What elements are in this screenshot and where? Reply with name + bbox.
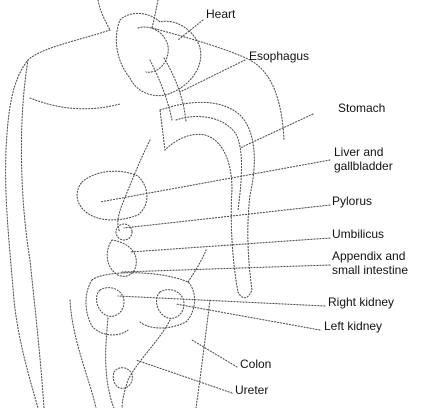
- colon-descending: [188, 250, 206, 282]
- label-heart: Heart: [206, 8, 235, 21]
- left-arm-outline: [21, 60, 44, 408]
- heart-outline: [116, 13, 200, 95]
- leader-umbilicus: [130, 238, 330, 252]
- ureter-outline: [106, 318, 170, 408]
- leader-appendix: [122, 265, 330, 272]
- label-stomach: Stomach: [338, 102, 385, 115]
- chest-line: [30, 98, 120, 109]
- pylorus-ring: [116, 224, 132, 240]
- label-esophagus: Esophagus: [249, 50, 309, 63]
- label-liver-line1: Liver and: [334, 146, 383, 159]
- left-kidney-outline: [157, 290, 184, 319]
- leader-left-kidney: [176, 304, 320, 330]
- esophagus-outline: [150, 58, 186, 122]
- colon-outline: [86, 273, 195, 335]
- label-pylorus: Pylorus: [332, 195, 372, 208]
- label-colon: Colon: [240, 358, 271, 371]
- liver-outline: [77, 171, 147, 220]
- leader-heart: [178, 20, 203, 40]
- leader-colon: [192, 340, 237, 367]
- label-umbilicus: Umbilicus: [332, 228, 384, 241]
- label-right-kidney: Right kidney: [328, 296, 394, 309]
- small-intestine-outline: [107, 240, 136, 276]
- label-liver-line2: gallbladder: [334, 160, 393, 173]
- leader-pylorus: [124, 205, 330, 228]
- leader-right-kidney: [118, 296, 325, 306]
- leader-esophagus: [180, 60, 245, 92]
- leader-liver: [100, 160, 330, 202]
- label-appendix-line2: small intestine: [332, 264, 408, 277]
- right-kidney-outline: [97, 288, 124, 317]
- pylorus-outline: [118, 140, 150, 232]
- lower-torso-outline: [70, 300, 210, 408]
- bladder-outline: [113, 368, 132, 389]
- label-appendix-line1: Appendix and: [332, 250, 405, 263]
- label-left-kidney: Left kidney: [324, 320, 382, 333]
- label-ureter: Ureter: [235, 384, 268, 397]
- leader-ureter: [136, 360, 232, 393]
- torso-outline: [6, 28, 284, 408]
- leader-stomach: [240, 114, 313, 148]
